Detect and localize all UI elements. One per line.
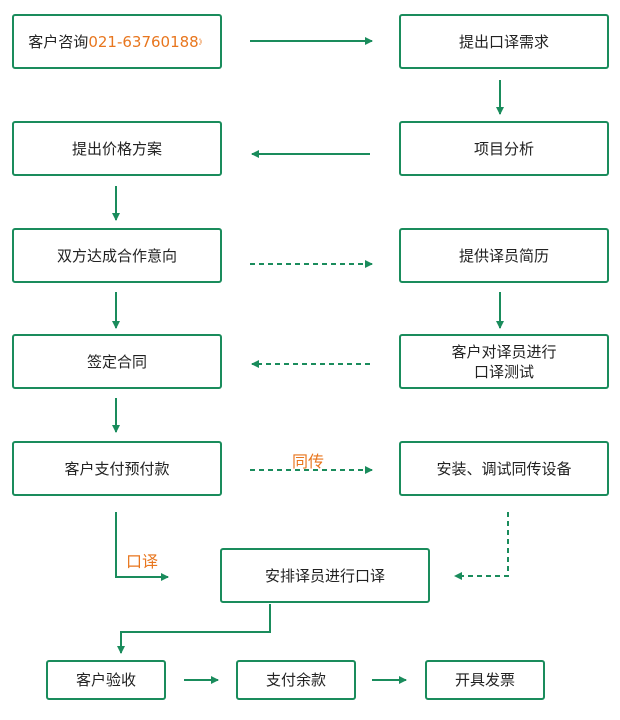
node-test-line1: 客户对译员进行 xyxy=(451,342,557,361)
node-intent: 双方达成合作意向 xyxy=(12,228,222,283)
node-invoice-label: 开具发票 xyxy=(454,671,515,689)
arrow-deposit-to-arrange xyxy=(115,512,169,581)
node-deposit: 客户支付预付款 xyxy=(12,441,222,496)
arrow-install-to-arrange xyxy=(454,512,509,580)
node-resume-label: 提供译员简历 xyxy=(458,246,549,265)
node-arrange-label: 安排译员进行口译 xyxy=(264,566,385,585)
node-install-equipment: 安装、调试同传设备 xyxy=(399,441,609,496)
node-resume: 提供译员简历 xyxy=(399,228,609,283)
arrow-arrange-to-accept xyxy=(117,604,271,654)
node-consult-label: 客户咨询 xyxy=(28,32,89,51)
node-contract-label: 签定合同 xyxy=(86,352,147,371)
node-balance-label: 支付余款 xyxy=(265,671,326,689)
node-intent-label: 双方达成合作意向 xyxy=(56,246,177,265)
node-request-label: 提出口译需求 xyxy=(458,32,549,51)
node-deposit-label: 客户支付预付款 xyxy=(64,459,170,478)
node-accept-label: 客户验收 xyxy=(75,671,136,689)
edge-label-interpretation: 口译 xyxy=(126,552,159,571)
node-balance-payment: 支付余款 xyxy=(236,660,356,700)
node-pricing-label: 提出价格方案 xyxy=(71,139,162,158)
node-analysis-label: 项目分析 xyxy=(473,139,534,158)
edge-label-simultaneous: 同传 xyxy=(292,452,325,471)
node-arrange-interpreter: 安排译员进行口译 xyxy=(220,548,430,603)
node-invoice: 开具发票 xyxy=(425,660,545,700)
node-analysis: 项目分析 xyxy=(399,121,609,176)
node-install-label: 安装、调试同传设备 xyxy=(436,459,572,478)
node-request: 提出口译需求 xyxy=(399,14,609,69)
node-test-line2: 口译测试 xyxy=(473,362,534,381)
node-pricing: 提出价格方案 xyxy=(12,121,222,176)
node-consult-mark: 》 xyxy=(198,37,206,46)
node-interpreter-test: 客户对译员进行 口译测试 xyxy=(399,334,609,389)
node-contract: 签定合同 xyxy=(12,334,222,389)
node-acceptance: 客户验收 xyxy=(46,660,166,700)
node-consult-phone: 021-63760188 xyxy=(88,32,199,51)
